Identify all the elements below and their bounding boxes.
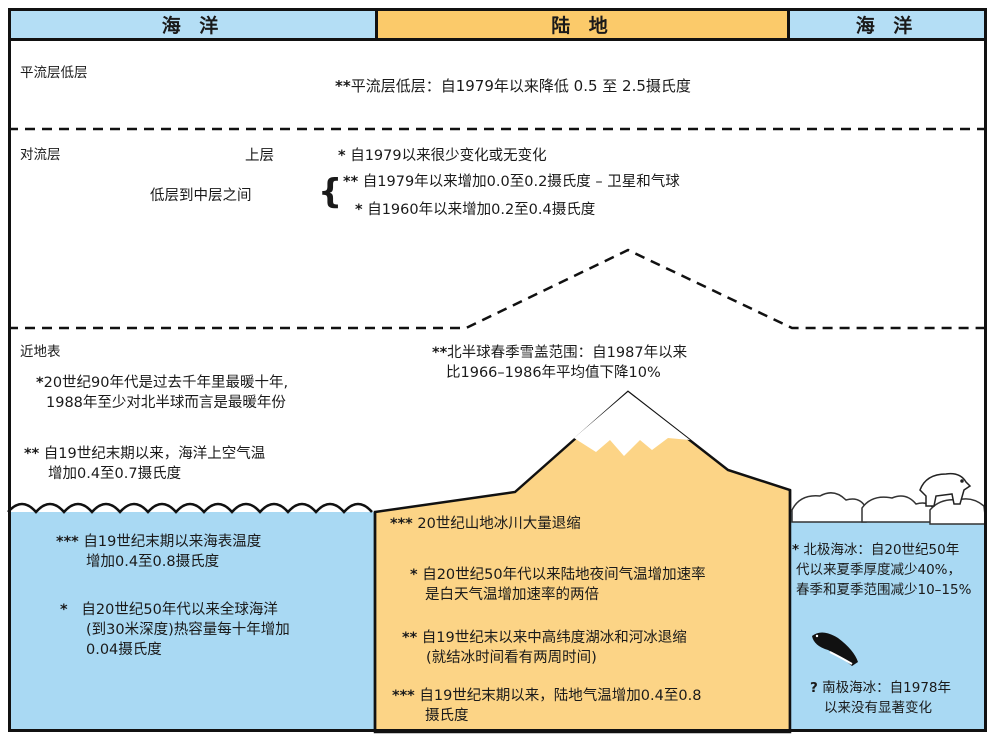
header-ocean-right-label: 海 洋	[855, 15, 919, 37]
polar-bear-icon	[919, 472, 972, 507]
header-ocean-right: 海 洋	[787, 8, 987, 41]
troposphere-lower-note-2-stars: *	[355, 202, 363, 218]
ocean-left-note-1-line-2: 增加0.4至0.8摄氏度	[86, 554, 220, 570]
land-note-3-stars: **	[402, 630, 418, 646]
land-note-2-line-1: 自20世纪50年代以来陆地夜间气温增加速率	[422, 567, 706, 583]
land-note-2-stars: *	[410, 567, 418, 583]
snow-cover-line-2: 比1966–1986年平均值下降10%	[446, 365, 661, 381]
antarctic-ice-note: ? 南极海冰：自1978年 以来没有显著变化	[810, 678, 951, 718]
land-note-1-text: 20世纪山地冰川大量退缩	[417, 516, 581, 532]
land-note-2-line-2: 是白天气温增加速率的两倍	[425, 587, 599, 603]
surface-note-1-line-2: 1988年至少对北半球而言是最暖年份	[46, 395, 286, 411]
stratosphere-label: 平流层低层	[20, 65, 88, 81]
arctic-ice-line-1: 北极海冰：自20世纪50年	[803, 542, 960, 558]
ocean-left-note-1-line-1: 自19世纪末期以来海表温度	[83, 534, 262, 550]
land-note-1: *** 20世纪山地冰川大量退缩	[390, 514, 581, 534]
header-land-label: 陆 地	[551, 15, 614, 37]
antarctic-ice-line-2: 以来没有显著变化	[824, 700, 932, 716]
land-note-4: *** 自19世纪末期以来，陆地气温增加0.4至0.8 摄氏度	[392, 686, 701, 726]
ocean-left-note-2-line-1: 自20世纪50年代以来全球海洋	[81, 602, 278, 618]
troposphere-upper-note: * 自1979以来很少变化或无变化	[338, 146, 547, 166]
troposphere-lower-note-1-stars: **	[343, 174, 359, 190]
snow-cover-note: **北半球春季雪盖范围：自1987年以来 比1966–1986年平均值下降10%	[432, 343, 687, 383]
surface-note-1-stars: *	[36, 375, 44, 391]
snow-cover-stars: **	[432, 345, 448, 361]
troposphere-lower-label: 低层到中层之间	[150, 188, 252, 204]
ocean-wave-line	[7, 502, 373, 514]
land-note-4-line-1: 自19世纪末期以来，陆地气温增加0.4至0.8	[419, 688, 702, 704]
arctic-ice-line-2: 代以来夏季厚度减少40%，	[796, 562, 962, 578]
surface-note-1-line-1: 20世纪90年代是过去千年里最暖十年,	[43, 375, 289, 391]
troposphere-upper-note-text: 自1979以来很少变化或无变化	[350, 148, 547, 164]
header-ocean-left: 海 洋	[8, 8, 378, 41]
surface-note-2-stars: **	[24, 446, 40, 462]
header-ocean-left-label: 海 洋	[161, 15, 225, 37]
land-note-1-stars: ***	[390, 516, 413, 532]
land-note-3-line-1: 自19世纪末以来中高纬度湖冰和河冰退缩	[421, 630, 687, 646]
stratosphere-note: **平流层低层：自1979年以来降低 0.5 至 2.5摄氏度	[335, 76, 691, 96]
ocean-left-note-1-stars: ***	[56, 534, 79, 550]
arctic-ice-stars: *	[792, 542, 800, 558]
troposphere-upper-stars: *	[338, 148, 346, 164]
arctic-ice-note: * 北极海冰：自20世纪50年 代以来夏季厚度减少40%， 春季和夏季范围减少1…	[792, 540, 971, 600]
surface-note-2-line-2: 增加0.4至0.7摄氏度	[48, 466, 182, 482]
header-land: 陆 地	[375, 8, 790, 41]
surface-label: 近地表	[20, 344, 61, 360]
surface-note-1: *20世纪90年代是过去千年里最暖十年, 1988年至少对北半球而言是最暖年份	[36, 373, 288, 413]
land-area	[373, 390, 792, 734]
stratosphere-note-text: 平流层低层：自1979年以来降低 0.5 至 2.5摄氏度	[350, 77, 691, 95]
troposphere-lower-note-1-text: 自1979年以来增加0.0至0.2摄氏度 – 卫星和气球	[362, 174, 680, 190]
antarctic-ice-mark: ?	[810, 680, 818, 696]
troposphere-lower-note-1: ** 自1979年以来增加0.0至0.2摄氏度 – 卫星和气球	[343, 172, 680, 192]
troposphere-boundary	[8, 248, 987, 330]
troposphere-brace: {	[318, 172, 343, 212]
troposphere-lower-note-2-text: 自1960年以来增加0.2至0.4摄氏度	[367, 202, 596, 218]
surface-note-2: ** 自19世纪末期以来，海洋上空气温 增加0.4至0.7摄氏度	[24, 444, 265, 484]
mountain-snow-cap	[574, 392, 690, 456]
troposphere-upper-label: 上层	[245, 148, 274, 164]
ocean-left-note-2-line-2: (到30米深度)热容量每十年增加	[86, 622, 290, 638]
land-note-3-line-2: (就结冰时间看有两周时间)	[426, 650, 597, 666]
land-note-4-line-2: 摄氏度	[425, 708, 469, 724]
arctic-ice-line-3: 春季和夏季范围减少10–15%	[796, 582, 972, 598]
land-note-4-stars: ***	[392, 688, 415, 704]
ocean-left-note-2-stars: *	[60, 602, 68, 618]
ocean-left-note-2: * 自20世纪50年代以来全球海洋 (到30米深度)热容量每十年增加 0.04摄…	[60, 600, 290, 660]
stratosphere-stars: **	[335, 77, 351, 95]
ocean-right-area	[790, 512, 987, 732]
ocean-left-area	[8, 512, 375, 732]
penguin-icon	[812, 632, 858, 666]
ocean-left-note-1: *** 自19世纪末期以来海表温度 增加0.4至0.8摄氏度	[56, 532, 261, 572]
land-note-2: * 自20世纪50年代以来陆地夜间气温增加速率 是白天气温增加速率的两倍	[410, 565, 706, 605]
land-note-3: ** 自19世纪末以来中高纬度湖冰和河冰退缩 (就结冰时间看有两周时间)	[402, 628, 687, 668]
troposphere-lower-note-2: * 自1960年以来增加0.2至0.4摄氏度	[355, 200, 595, 220]
surface-note-2-line-1: 自19世纪末期以来，海洋上空气温	[43, 446, 266, 462]
snow-cover-line-1: 北半球春季雪盖范围：自1987年以来	[447, 345, 688, 361]
ocean-left-note-2-line-3: 0.04摄氏度	[86, 642, 162, 658]
troposphere-label: 对流层	[20, 147, 61, 163]
antarctic-ice-line-1: 南极海冰：自1978年	[822, 680, 951, 696]
